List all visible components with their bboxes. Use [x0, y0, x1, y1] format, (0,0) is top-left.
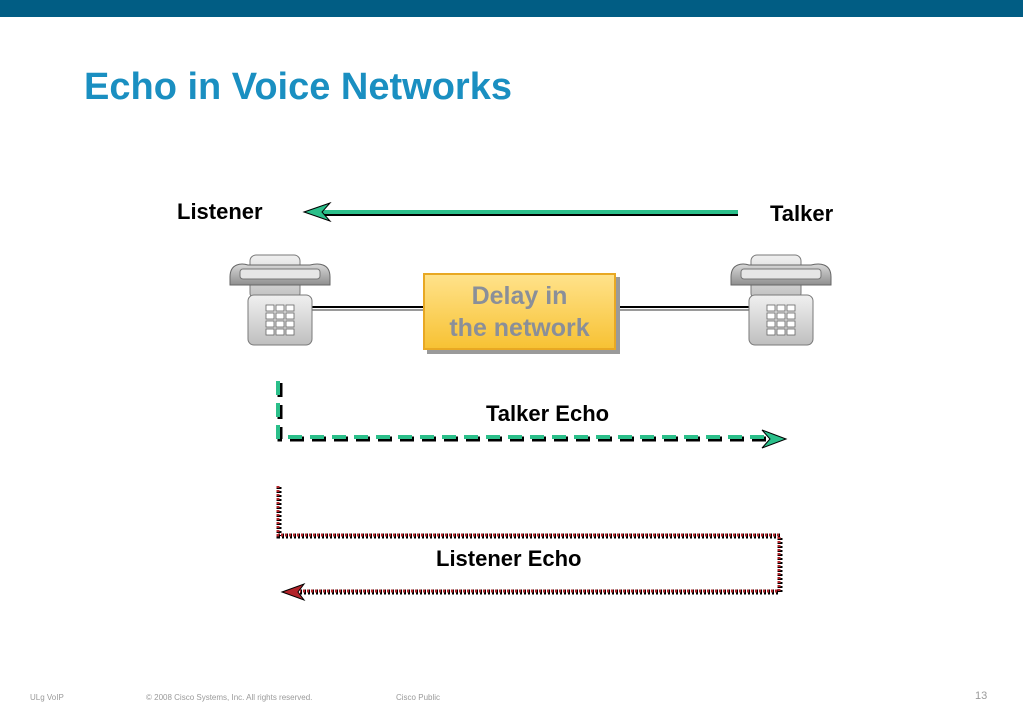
- delay-box-line-2: the network: [449, 313, 590, 342]
- listener-echo-label: Listener Echo: [436, 546, 582, 571]
- slide-title: Echo in Voice Networks: [84, 66, 512, 108]
- talker-echo-label: Talker Echo: [486, 401, 610, 426]
- delay-in-network-box: Delay in the network: [423, 273, 616, 350]
- talker-echo-path: [276, 381, 788, 449]
- listener-label: Listener: [177, 199, 263, 224]
- delay-box-line-1: Delay in: [471, 281, 568, 310]
- talker-label: Talker: [770, 201, 834, 226]
- page-number: 13: [975, 690, 988, 702]
- footer-classification: Cisco Public: [396, 693, 441, 702]
- footer-copyright: © 2008 Cisco Systems, Inc. All rights re…: [146, 693, 313, 702]
- footer-course: ULg VoIP: [30, 693, 64, 702]
- top-bar: [0, 0, 1023, 17]
- listener-echo-path: [276, 486, 783, 602]
- telephone-icon: [229, 254, 331, 346]
- talker-to-listener-arrow: [302, 201, 738, 223]
- network-line: [312, 306, 752, 311]
- telephone-icon: [730, 254, 832, 346]
